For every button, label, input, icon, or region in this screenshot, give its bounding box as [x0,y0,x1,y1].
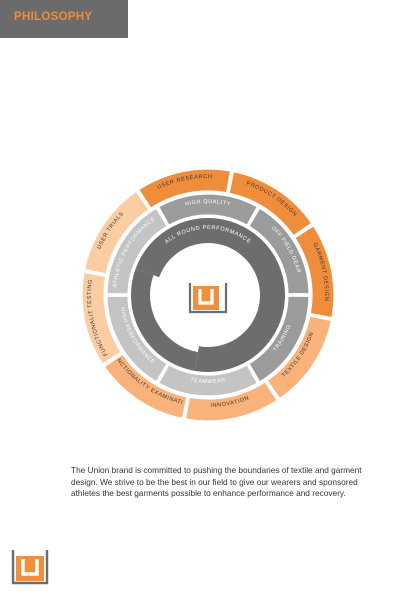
middle-segment [106,207,168,295]
section-header: PHILOSOPHY [0,0,128,38]
middle-segment [157,364,259,397]
middle-segment [248,295,310,383]
middle-segment [157,193,259,226]
outer-segment [228,170,313,237]
philosophy-description: The Union brand is committed to pushing … [71,465,362,499]
middle-label-high-quality: HIGH QUALITY [185,199,232,208]
center-logo-icon [188,280,228,314]
outer-segment [266,315,333,400]
section-title: PHILOSOPHY [14,11,93,23]
outer-segment [83,190,150,275]
middle-segment [248,207,310,295]
outer-segment [81,271,122,366]
inner-ring-tail [130,268,198,371]
inner-ring [135,217,285,372]
middle-segment [106,295,168,383]
footer-logo-icon [11,550,49,585]
outer-segment [294,224,335,319]
outer-segment [184,381,279,422]
middle-label-teamwear: TEAMWEAR [190,377,227,385]
outer-segment [137,168,232,209]
outer-segment [103,353,188,420]
